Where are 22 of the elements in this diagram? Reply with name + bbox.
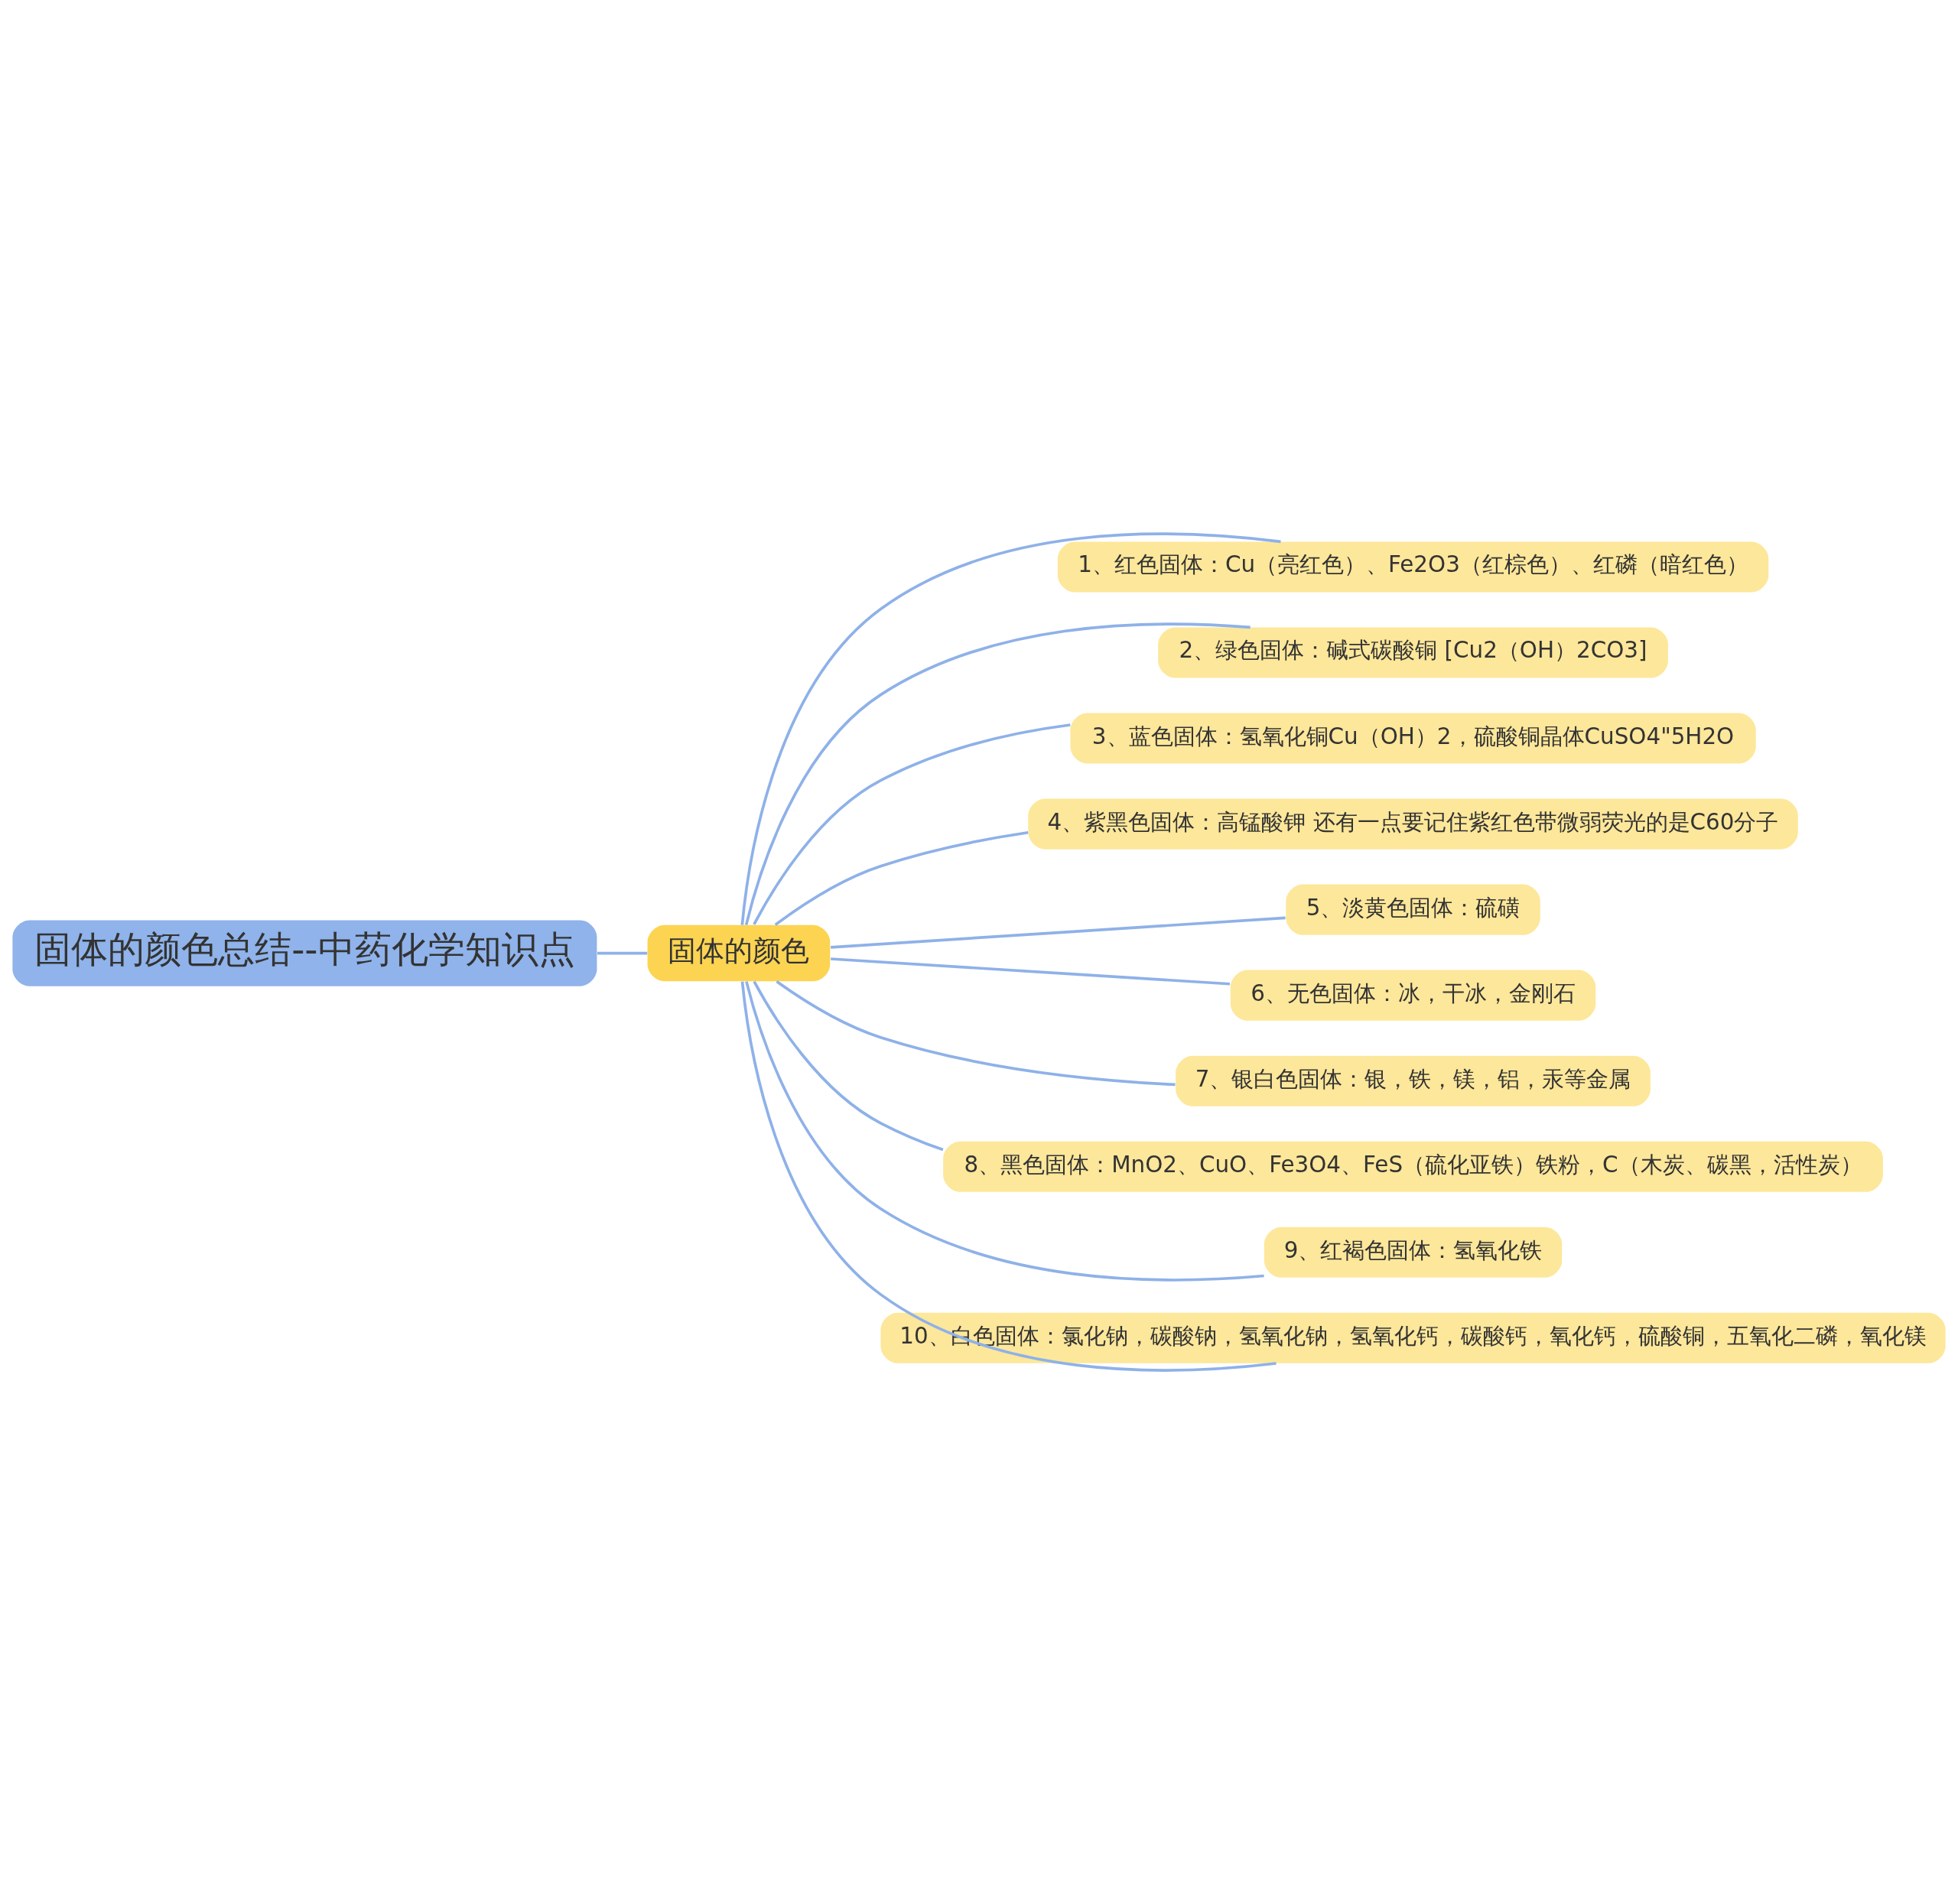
connector bbox=[774, 830, 1029, 926]
connector bbox=[753, 980, 944, 1152]
node-box: 9、红褐色固体：氢氧化铁 bbox=[1264, 1227, 1563, 1278]
connector bbox=[776, 980, 1176, 1087]
node-box: 8、黑色固体：MnO2、CuO、Fe3O4、FeS（硫化亚铁）铁粉，C（木炭、碳黑，活性炭） bbox=[943, 1141, 1883, 1192]
node-box: 7、银白色固体：银，铁，镁，铝，汞等金属 bbox=[1176, 1055, 1651, 1106]
node-box: 2、绿色固体：碱式碳酸铜 [Cu2（OH）2CO3] bbox=[1158, 627, 1668, 678]
connector bbox=[740, 532, 1281, 925]
connector bbox=[753, 723, 1071, 925]
node-box: 1、红色固体：Cu（亮红色）、Fe2O3（红棕色）、红磷（暗红色） bbox=[1057, 541, 1769, 593]
connector bbox=[831, 957, 1231, 986]
node-box: 固体的颜色 bbox=[647, 924, 831, 982]
connector bbox=[744, 622, 1251, 926]
connector bbox=[740, 981, 1277, 1372]
node-box: 6、无色固体：冰，干冰，金刚石 bbox=[1230, 970, 1596, 1021]
node-box: 4、紫黑色固体：高锰酸钾 还有一点要记住紫红色带微弱荧光的是C60分子 bbox=[1028, 798, 1798, 850]
node-box: 3、蓝色固体：氢氧化铜Cu（OH）2，硫酸铜晶体CuSO4"5H2O bbox=[1070, 713, 1756, 764]
connector bbox=[831, 916, 1286, 949]
node-box: 5、淡黄色固体：硫磺 bbox=[1286, 884, 1540, 935]
connector bbox=[745, 981, 1264, 1282]
node-box: 固体的颜色总结--中药化学知识点 bbox=[12, 920, 597, 986]
connector bbox=[597, 951, 648, 955]
